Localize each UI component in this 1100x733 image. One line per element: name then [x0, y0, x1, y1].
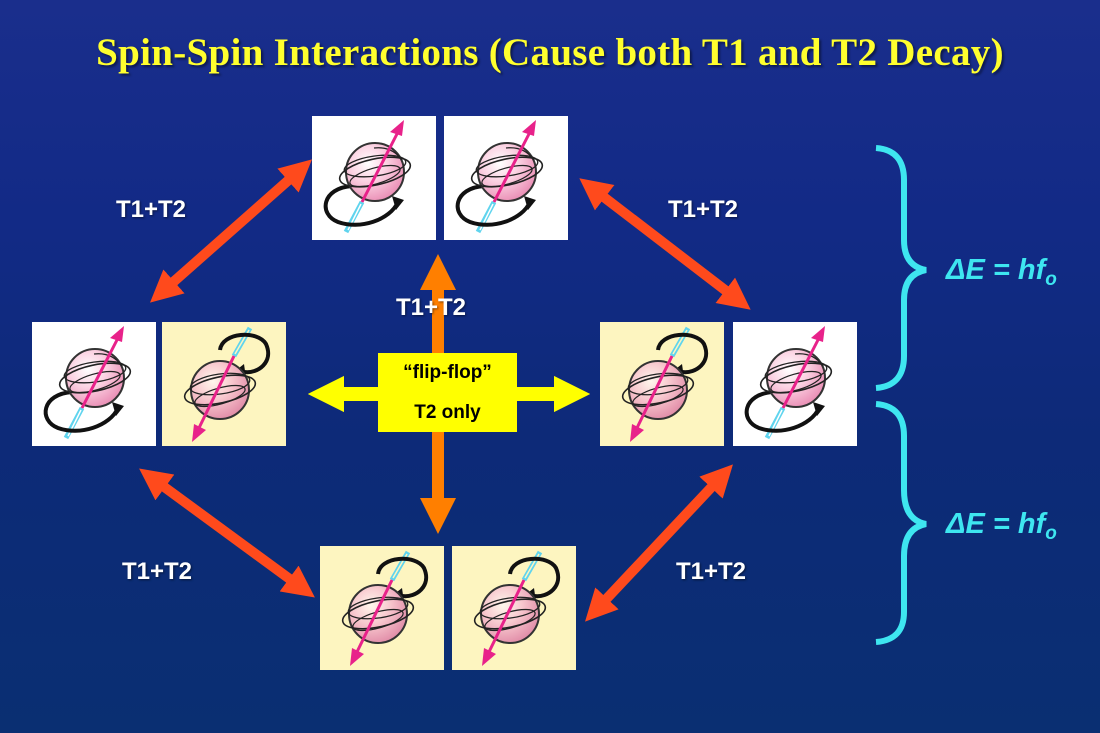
label-top-left: T1+T2: [116, 196, 187, 223]
spin-tile-right-2: [733, 322, 857, 446]
label-bottom-left: T1+T2: [122, 558, 193, 585]
t2-only-label: T2 only: [414, 402, 481, 423]
energy-lower: ΔE = hfo: [946, 508, 1057, 545]
flip-flop-box: “flip-flop” T2 only: [378, 353, 517, 432]
flip-flop-label: “flip-flop”: [403, 362, 492, 383]
brace-upper: [875, 145, 927, 391]
brace-lower: [875, 401, 927, 645]
energy-lower-text: ΔE = hf: [946, 508, 1046, 540]
energy-upper-text: ΔE = hf: [946, 254, 1046, 286]
energy-upper: ΔE = hfo: [946, 254, 1057, 291]
spin-tile-bottom-2: [452, 546, 576, 670]
label-bottom-right: T1+T2: [676, 558, 747, 585]
spin-tile-left-1: [32, 322, 156, 446]
arrow-top-left: [150, 159, 312, 303]
spin-tile-top-2: [444, 116, 568, 240]
arrow-top-right: [579, 178, 751, 310]
slide-title: Spin-Spin Interactions (Cause both T1 an…: [96, 31, 1004, 74]
spin-tile-right-1: [600, 322, 724, 446]
label-top-right: T1+T2: [668, 196, 739, 223]
spin-tile-top-1: [312, 116, 436, 240]
arrow-bottom-right: [585, 464, 733, 622]
spin-tile-bottom-1: [320, 546, 444, 670]
spin-tile-left-2: [162, 322, 286, 446]
label-center: T1+T2: [396, 294, 467, 321]
energy-lower-sub: o: [1045, 523, 1057, 544]
energy-upper-sub: o: [1045, 269, 1057, 290]
arrow-bottom-left: [139, 468, 315, 598]
